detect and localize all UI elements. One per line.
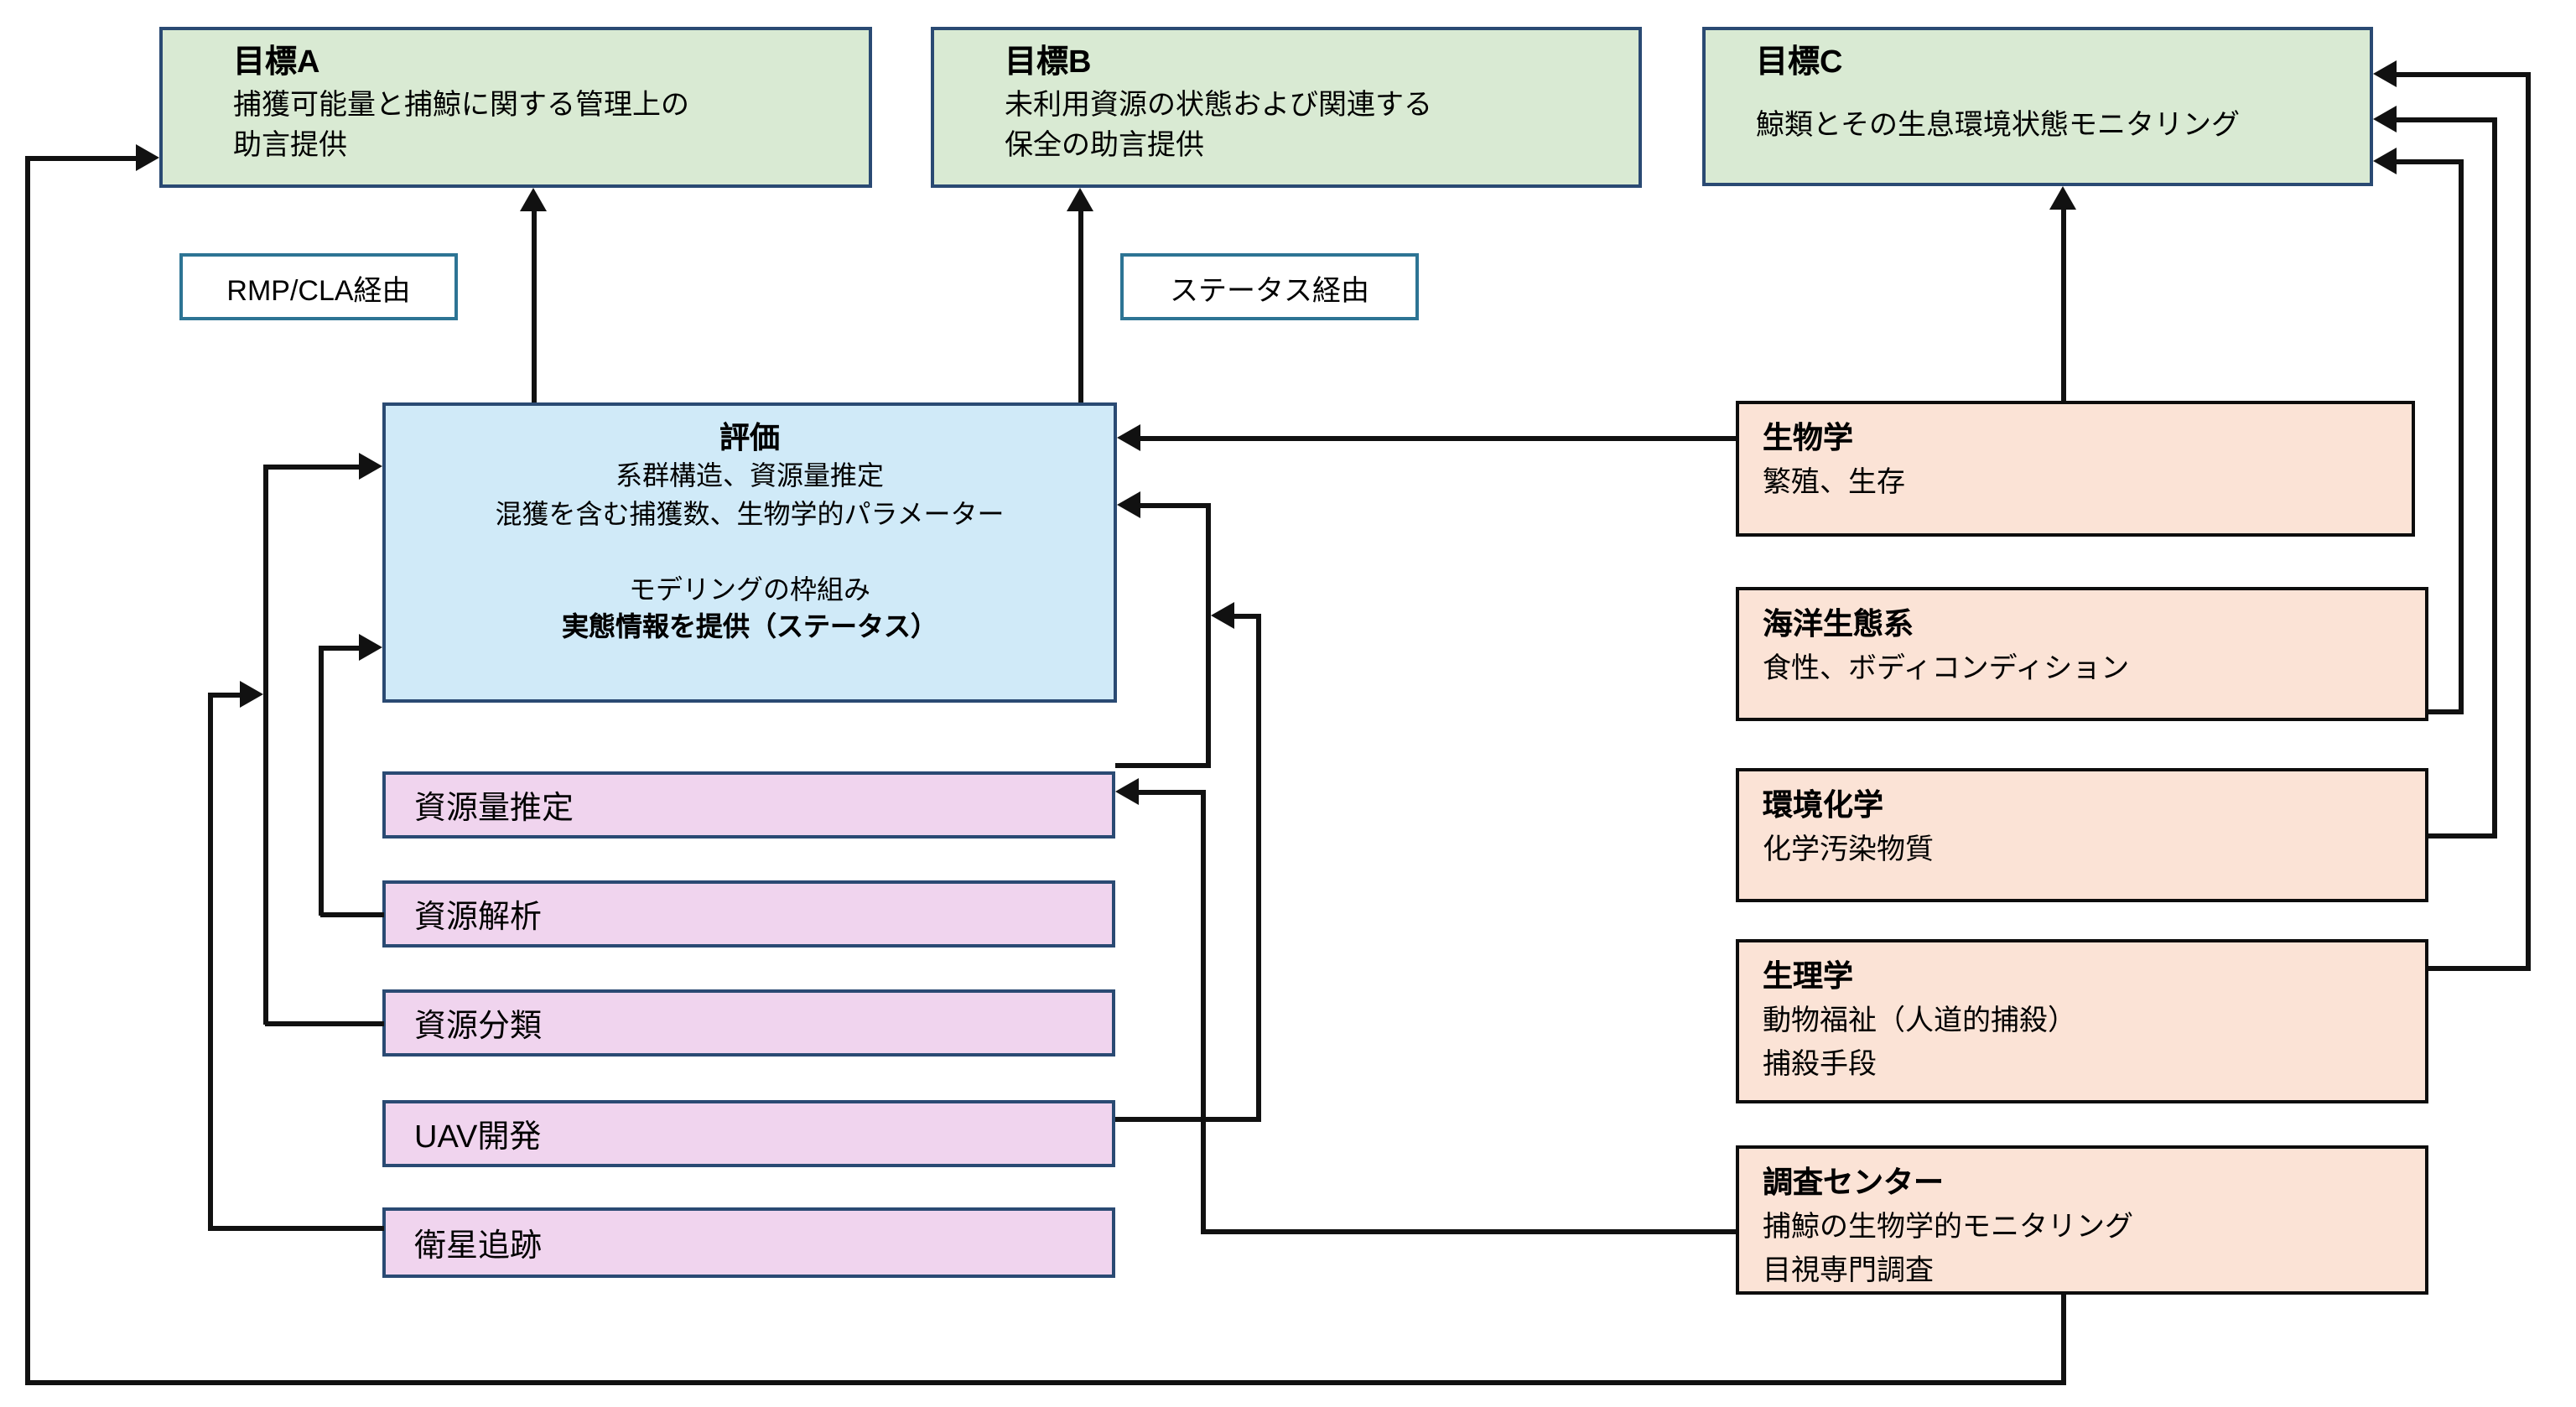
- status-route-label-text: ステータス経由: [1170, 274, 1369, 306]
- assessment-line4: 実態情報を提供（ステータス）: [561, 614, 937, 643]
- connector-physiology-into-goal-c: [2397, 72, 2531, 77]
- stock-analysis-box: 資源解析: [382, 880, 1115, 948]
- connector-analysis-riser: [319, 646, 324, 916]
- connector-abundance-into-assessment: [1140, 503, 1209, 508]
- connector-uav-stub: [1115, 1117, 1261, 1122]
- assessment-line2: 混獲を含む捕獲数、生物学的パラメーター: [495, 501, 1005, 530]
- connector-classification-stub: [265, 1021, 384, 1026]
- connector-into-goal-a: [25, 156, 139, 161]
- connector-marine-stub: [2428, 709, 2464, 714]
- goal-b-line2: 保全の助言提供: [1005, 129, 1204, 162]
- satellite-tracking-label: 衛星追跡: [414, 1228, 543, 1264]
- connector-physiology-stub: [2428, 966, 2531, 971]
- connector-bottom-long-line: [25, 1380, 2066, 1385]
- connector-uav-riser: [1256, 614, 1261, 1122]
- connector-marine-riser: [2459, 159, 2464, 714]
- arrowhead-chemistry-into-goal-c: [2373, 106, 2397, 132]
- connector-abundance-riser: [1206, 503, 1211, 768]
- physiology-line1: 動物福祉（人道的捕殺）: [1763, 1005, 2076, 1036]
- connector-marine-into-goal-c: [2397, 159, 2464, 164]
- assessment-line3: モデリングの枠組み: [628, 576, 870, 605]
- arrowhead-satellite-into-junction: [240, 681, 263, 708]
- connector-survey-center-into-abundance: [1139, 790, 1206, 795]
- physiology-line2: 捕殺手段: [1763, 1047, 1877, 1079]
- connector-chemistry-into-goal-c: [2397, 117, 2497, 122]
- marine-ecosystem-title: 海洋生態系: [1763, 607, 1914, 641]
- environmental-chemistry-line1: 化学汚染物質: [1763, 833, 1934, 865]
- connector-assessment-to-goal-a: [532, 198, 537, 402]
- arrowhead-into-goal-a: [136, 144, 159, 171]
- marine-ecosystem-line1: 食性、ボディコンディション: [1763, 652, 2130, 684]
- survey-center-box: 調査センター 捕鯨の生物学的モニタリング 目視専門調査: [1736, 1145, 2428, 1295]
- stock-analysis-label: 資源解析: [414, 900, 543, 935]
- connector-satellite-riser: [208, 693, 213, 1231]
- survey-center-title: 調査センター: [1763, 1166, 1944, 1199]
- connector-biology-to-assessment: [1140, 436, 1736, 441]
- environmental-chemistry-box: 環境化学 化学汚染物質: [1736, 768, 2428, 902]
- connector-classification-into-assessment: [265, 465, 362, 470]
- status-route-label: ステータス経由: [1120, 253, 1419, 320]
- goal-b-title: 目標B: [1005, 45, 1092, 80]
- stock-classification-box: 資源分類: [382, 989, 1115, 1057]
- connector-analysis-stub: [320, 912, 384, 917]
- arrowhead-survey-center-into-abundance: [1115, 778, 1139, 805]
- arrowhead-analysis-into-assessment: [359, 634, 382, 661]
- assessment-line1: 系群構造、資源量推定: [615, 463, 884, 492]
- connector-classification-riser: [263, 465, 268, 1025]
- uav-development-label: UAV開発: [414, 1119, 542, 1155]
- connector-physiology-riser: [2526, 72, 2531, 971]
- goal-a-title: 目標A: [233, 45, 320, 80]
- rmp-cla-label-text: RMP/CLA経由: [226, 274, 411, 306]
- environmental-chemistry-title: 環境化学: [1763, 788, 1883, 822]
- arrowhead-physiology-into-goal-c: [2373, 60, 2397, 87]
- arrowhead-abundance-into-assessment: [1117, 491, 1140, 518]
- survey-center-line1: 捕鯨の生物学的モニタリング: [1763, 1211, 2133, 1243]
- arrowhead-classification-into-assessment: [359, 453, 382, 480]
- rmp-cla-label: RMP/CLA経由: [179, 253, 458, 320]
- connector-satellite-into-junction: [210, 693, 243, 698]
- assessment-box: 評価 系群構造、資源量推定 混獲を含む捕獲数、生物学的パラメーター モデリングの…: [382, 402, 1117, 703]
- connector-uav-into-junction: [1234, 614, 1259, 619]
- connector-far-left-riser: [25, 156, 30, 1385]
- connector-chemistry-stub: [2428, 833, 2497, 838]
- biology-line1: 繁殖、生存: [1763, 466, 1905, 498]
- connector-satellite-stub: [210, 1226, 384, 1231]
- arrowhead-uav-into-junction: [1211, 602, 1234, 629]
- stock-abundance-estimation-label: 資源量推定: [414, 791, 574, 826]
- arrowhead-marine-into-goal-c: [2373, 148, 2397, 174]
- connector-biology-to-goal-c: [2061, 196, 2066, 401]
- assessment-spacer: [386, 536, 1114, 573]
- assessment-title: 評価: [719, 421, 780, 454]
- biology-title: 生物学: [1763, 421, 1853, 454]
- goal-b-line1: 未利用資源の状態および関連する: [1005, 88, 1432, 121]
- arrowhead-into-goal-c-bottom: [2049, 186, 2076, 210]
- arrowhead-into-goal-b-bottom: [1067, 188, 1093, 211]
- survey-center-line2: 目視専門調査: [1763, 1254, 1934, 1285]
- connector-survey-center-stub: [1202, 1229, 1736, 1234]
- goal-a-line2: 助言提供: [233, 129, 347, 162]
- arrowhead-biology-into-assessment: [1117, 424, 1140, 451]
- physiology-box: 生理学 動物福祉（人道的捕殺） 捕殺手段: [1736, 939, 2428, 1103]
- goal-c-title: 目標C: [1756, 45, 1843, 80]
- connector-chemistry-riser: [2492, 117, 2497, 838]
- connector-analysis-into-assessment: [320, 646, 362, 651]
- marine-ecosystem-box: 海洋生態系 食性、ボディコンディション: [1736, 587, 2428, 721]
- arrowhead-into-goal-a-bottom: [520, 188, 547, 211]
- connector-survey-center-drop: [2061, 1295, 2066, 1385]
- connector-survey-center-riser: [1201, 790, 1206, 1234]
- goal-a-box: 目標A 捕獲可能量と捕鯨に関する管理上の 助言提供: [159, 27, 872, 188]
- satellite-tracking-box: 衛星追跡: [382, 1207, 1115, 1278]
- connector-abundance-top-stub: [1115, 763, 1209, 768]
- goal-c-line1: 鯨類とその生息環境状態モニタリング: [1756, 108, 2240, 141]
- goal-a-line1: 捕獲可能量と捕鯨に関する管理上の: [233, 88, 689, 121]
- uav-development-box: UAV開発: [382, 1100, 1115, 1167]
- goal-c-box: 目標C 鯨類とその生息環境状態モニタリング: [1702, 27, 2373, 186]
- connector-assessment-to-goal-b: [1078, 198, 1083, 402]
- stock-abundance-estimation-box: 資源量推定: [382, 771, 1115, 838]
- stock-classification-label: 資源分類: [414, 1009, 543, 1044]
- physiology-title: 生理学: [1763, 959, 1853, 993]
- goal-b-box: 目標B 未利用資源の状態および関連する 保全の助言提供: [931, 27, 1642, 188]
- biology-box: 生物学 繁殖、生存: [1736, 401, 2415, 537]
